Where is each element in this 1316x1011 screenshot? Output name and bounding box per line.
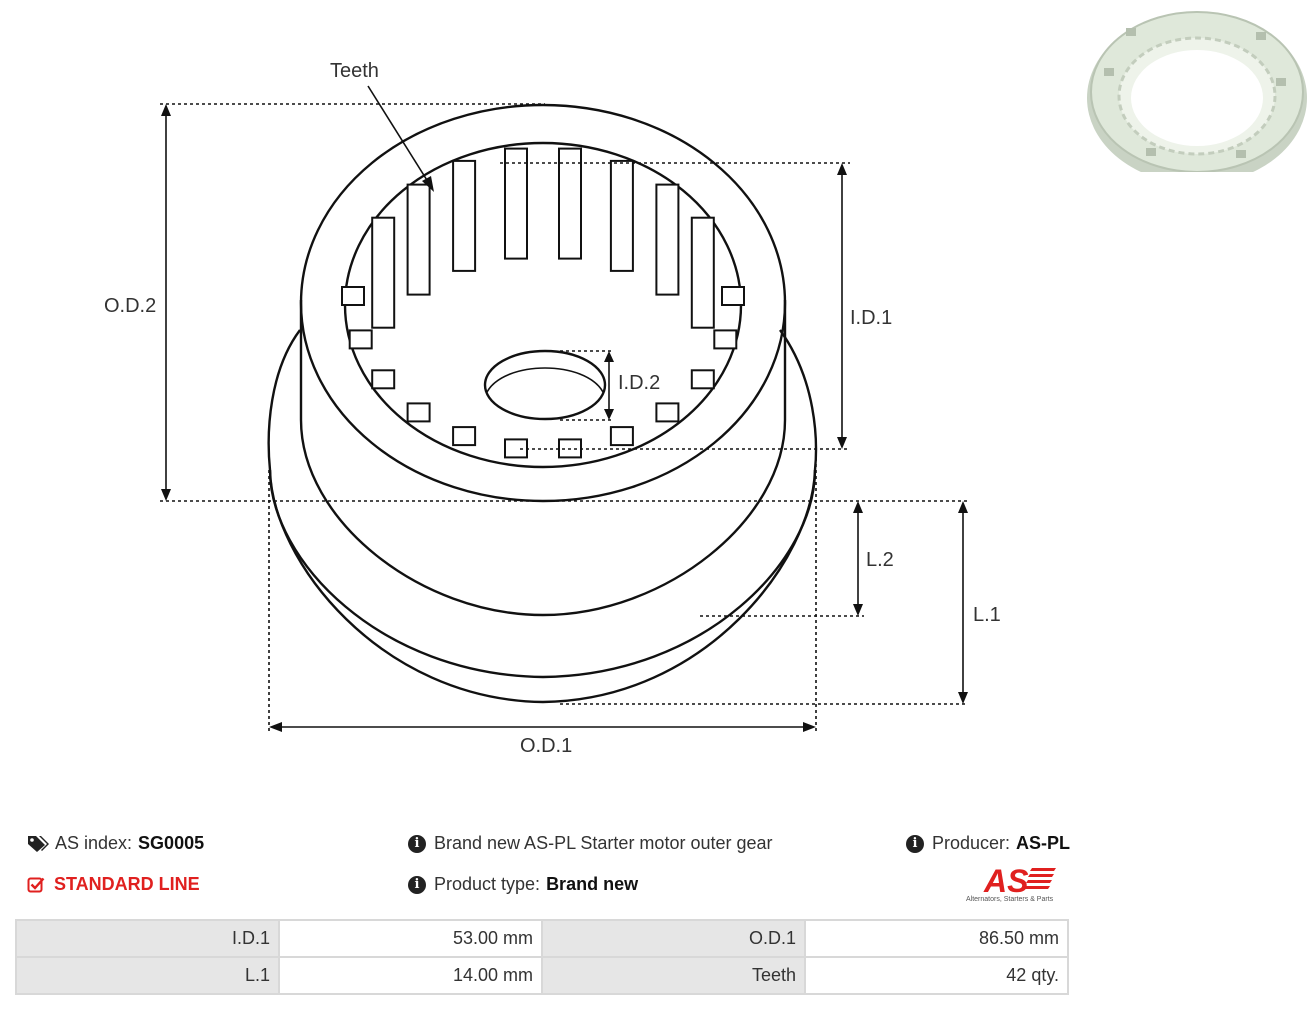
as-index-label: AS index:: [55, 833, 133, 853]
label-teeth: Teeth: [330, 60, 379, 82]
label-od1: O.D.1: [520, 735, 572, 757]
specs-table: I.D.1 53.00 mm O.D.1 86.50 mm L.1 14.00 …: [15, 919, 1069, 995]
gear-tooth: [504, 438, 528, 459]
gear-tooth: [452, 159, 477, 272]
spec-value: 42 qty.: [804, 956, 1069, 995]
producer-label: Producer:: [932, 833, 1011, 853]
table-row: L.1 14.00 mm Teeth 42 qty.: [15, 956, 1069, 995]
label-l1: L.1: [973, 604, 1001, 626]
gear-tooth: [406, 183, 431, 296]
gear-lower-flange: [267, 329, 818, 704]
spec-label: Teeth: [541, 956, 806, 995]
standard-line-label: STANDARD LINE: [54, 874, 200, 894]
gear-tooth: [655, 402, 680, 423]
label-od2: O.D.2: [104, 295, 156, 317]
gear-tooth: [558, 147, 582, 260]
product-photo: [1087, 11, 1307, 172]
label-id2: I.D.2: [618, 372, 660, 394]
product-type-label: Product type:: [434, 874, 541, 894]
label-id1: I.D.1: [850, 307, 892, 329]
gear-tooth: [690, 216, 715, 329]
spec-label: O.D.1: [541, 919, 806, 958]
gear-tooth: [713, 329, 738, 350]
center-hole: [483, 349, 607, 421]
as-index: AS index: SG0005: [27, 833, 204, 854]
gear-cylinder-bottom: [299, 300, 787, 617]
info-icon: i: [906, 834, 924, 853]
producer-value: AS-PL: [1016, 833, 1071, 853]
description-text: Brand new AS-PL Starter motor outer gear: [434, 833, 773, 853]
producer: i Producer: AS-PL: [906, 833, 1070, 854]
gear-outer-rim: [299, 103, 787, 503]
gear-tooth: [504, 147, 528, 260]
spec-label: I.D.1: [15, 919, 280, 958]
gear-tooth: [341, 286, 365, 306]
gear-tooth: [721, 286, 745, 306]
spec-value: 86.50 mm: [804, 919, 1069, 958]
standard-line: STANDARD LINE: [27, 874, 200, 895]
as-index-value: SG0005: [138, 833, 205, 853]
gear-tooth: [655, 183, 680, 296]
info-icon: i: [408, 875, 426, 894]
gear-tooth: [406, 402, 431, 423]
gear-flange-ridge: [268, 469, 817, 679]
spec-value: 14.00 mm: [278, 956, 543, 995]
product-type-value: Brand new: [546, 874, 639, 894]
checkbox-icon: [27, 877, 45, 892]
table-row: I.D.1 53.00 mm O.D.1 86.50 mm: [15, 919, 1069, 958]
gear-tooth: [348, 329, 373, 350]
gear-tooth: [452, 426, 477, 447]
label-l2: L.2: [866, 549, 894, 571]
svg-text:AS: AS: [983, 863, 1029, 896]
gear-tooth: [371, 216, 396, 329]
technical-drawing: Teeth O.D.2 I.D.1 I.D.2 L.2 L.1 O.D.1: [104, 60, 1001, 757]
gear-tooth: [609, 426, 634, 447]
gear-teeth: [341, 147, 745, 459]
logo-tagline: Alternators, Starters & Parts: [966, 896, 1054, 903]
gear-tooth: [371, 369, 396, 390]
product-type: i Product type: Brand new: [408, 874, 638, 895]
spec-label: L.1: [15, 956, 280, 995]
info-icon: i: [408, 834, 426, 853]
description: i Brand new AS-PL Starter motor outer ge…: [408, 833, 773, 854]
gear-tooth: [609, 159, 634, 272]
spec-value: 53.00 mm: [278, 919, 543, 958]
as-pl-logo: AS Alternators, Starters & Parts: [962, 862, 1070, 908]
tag-icon: [28, 835, 49, 852]
gear-tooth: [690, 369, 715, 390]
